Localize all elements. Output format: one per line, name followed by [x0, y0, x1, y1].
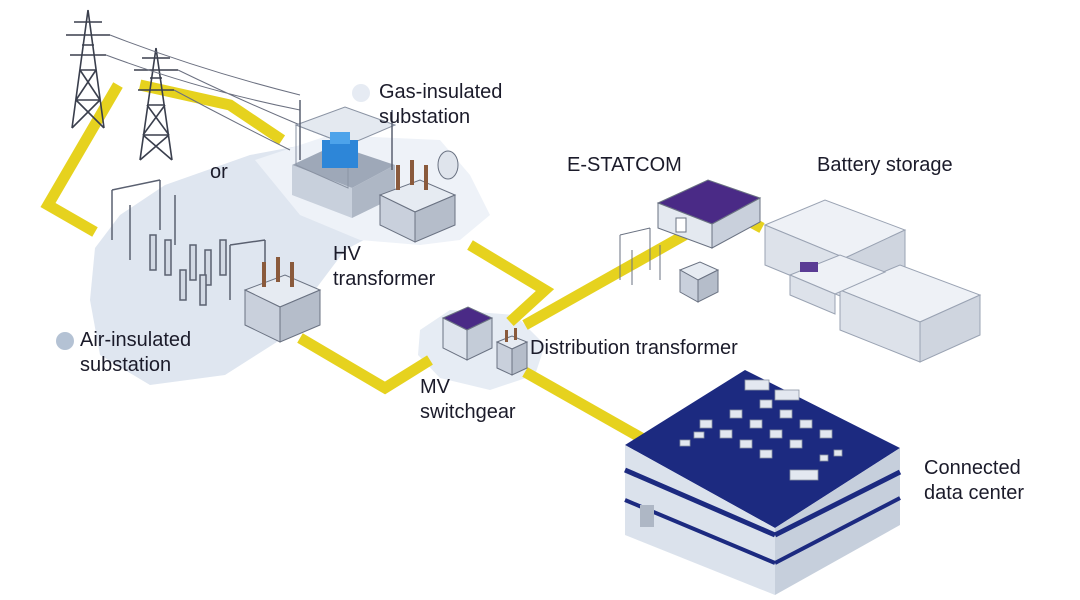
hv-transformer-gis: [378, 150, 459, 243]
gis-building: [292, 100, 397, 218]
gis-unit: [322, 140, 358, 168]
ais-legend-dot: [56, 332, 74, 350]
tower-left: [66, 9, 110, 129]
hv-label-line2: transformer: [333, 268, 436, 290]
switchgear-assembly: [441, 306, 529, 376]
tower-right: [134, 47, 178, 161]
gis-label-line1: Gas-insulated: [379, 81, 503, 103]
ais-equipment: [111, 179, 266, 306]
estatcom-label: E-STATCOM: [567, 154, 682, 176]
data-center-roof: [625, 370, 900, 528]
hv-label-line1: HV: [333, 243, 361, 265]
estatcom-assembly: [619, 179, 762, 303]
dc-label-line1: Connected: [924, 457, 1021, 479]
dc-label-line2: data center: [924, 482, 1025, 504]
mv-label-line1: MV: [420, 376, 450, 398]
mv-label-line2: switchgear: [420, 401, 516, 423]
ais-label-line1: Air-insulated: [80, 329, 192, 351]
gis-label-line2: substation: [379, 106, 471, 128]
gis-legend-dot: [352, 84, 370, 102]
mv-switchgear-label: MV switchgear: [420, 375, 516, 425]
or-label: or: [210, 161, 228, 183]
power-line-switchgear-to-estatcom: [522, 227, 693, 330]
hv-transformer-ais: [243, 257, 322, 343]
power-line-hv-to-switchgear: [467, 240, 555, 327]
ais-label-line2: substation: [80, 354, 172, 376]
data-center-label: Connected data center: [924, 456, 1024, 506]
battery-storage-label: Battery storage: [817, 154, 953, 176]
battery-storage-array: [763, 199, 982, 363]
distribution-transformer-label: Distribution transformer: [530, 337, 738, 359]
gis-label: Gas-insulated substation: [379, 80, 502, 130]
overhead-wires: [105, 34, 301, 151]
power-line-outer-loop: [40, 82, 123, 237]
hv-transformer-label: HV transformer: [333, 242, 435, 292]
power-line-top-loop: [138, 79, 286, 145]
rooftop-units: [679, 379, 843, 481]
hv-transformers: [243, 150, 459, 343]
transmission-towers: [66, 9, 301, 161]
data-center-building: [624, 370, 902, 595]
ais-label: Air-insulated substation: [80, 328, 191, 378]
power-line-ais-to-switchgear: [297, 333, 433, 395]
power-line-switchgear-to-datacenter: [522, 367, 648, 445]
